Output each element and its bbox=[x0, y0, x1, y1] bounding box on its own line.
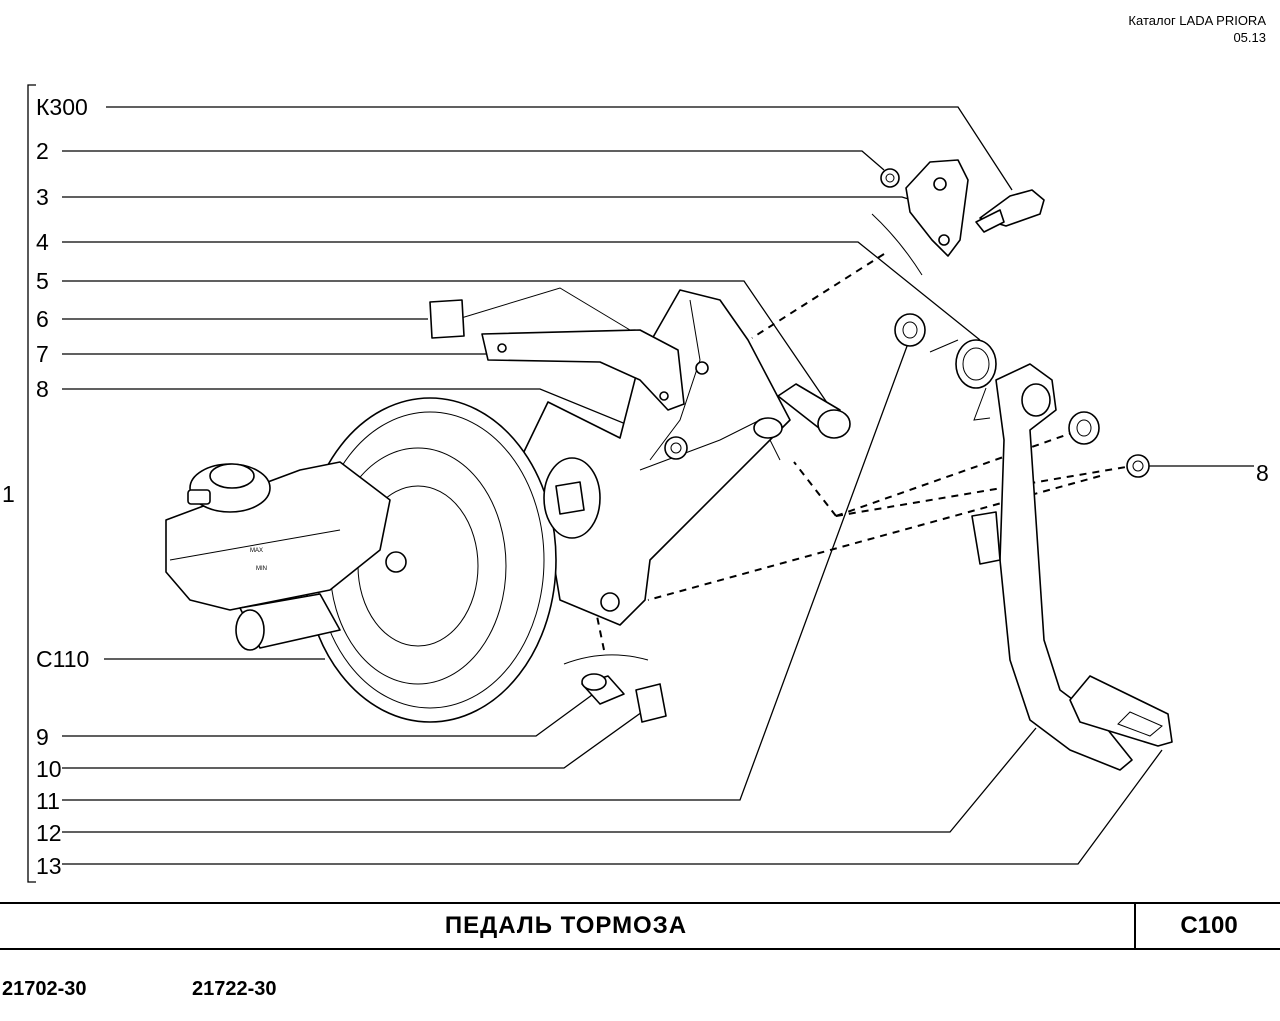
master-cylinder: MAX MIN bbox=[165, 461, 407, 651]
support-bracket bbox=[481, 329, 685, 411]
callout-label-10: 10 bbox=[36, 756, 62, 782]
callout-label-11: 11 bbox=[36, 788, 60, 814]
model-number-1: 21702-30 bbox=[2, 978, 87, 1000]
model-number-2: 21722-30 bbox=[192, 978, 277, 1000]
leader-10 bbox=[62, 711, 643, 769]
leader-11 bbox=[62, 337, 911, 801]
leader-4 bbox=[62, 241, 981, 341]
callout-label-8-right: 8 bbox=[1256, 460, 1269, 486]
callout-label-4: 4 bbox=[36, 229, 49, 255]
clip-6 bbox=[429, 299, 465, 339]
pedal-pad bbox=[1069, 675, 1173, 747]
switch-bracket bbox=[905, 159, 969, 257]
vacuum-booster bbox=[303, 397, 601, 723]
callout-label-2: 2 bbox=[36, 138, 49, 164]
callout-label-3: 3 bbox=[36, 184, 49, 210]
catalog-date: 05.13 bbox=[1233, 30, 1266, 45]
pedal-pin bbox=[753, 383, 851, 461]
leader-5 bbox=[62, 280, 833, 411]
pedal-bracket bbox=[519, 289, 791, 626]
page-title: ПЕДАЛЬ ТОРМОЗА bbox=[444, 912, 688, 939]
callout-label-k300: К300 bbox=[36, 94, 88, 120]
catalog-header: Каталог LADA PRIORA 05.13 bbox=[1128, 12, 1266, 46]
leader-3 bbox=[62, 196, 919, 203]
title-bar: ПЕДАЛЬ ТОРМОЗА С100 bbox=[0, 902, 1280, 950]
return-spring bbox=[929, 339, 997, 421]
leader-12 bbox=[62, 727, 1037, 833]
leader-2 bbox=[62, 150, 885, 171]
callout-label-13: 13 bbox=[36, 853, 62, 879]
reservoir-min-label: MIN bbox=[256, 566, 267, 572]
callout-label-c110: С110 bbox=[36, 646, 89, 672]
leader-k300 bbox=[106, 106, 1013, 191]
nut-8 bbox=[664, 436, 688, 460]
nut-8-right bbox=[1126, 454, 1150, 478]
page-code: С100 bbox=[1134, 904, 1280, 948]
callout-label-7: 7 bbox=[36, 341, 49, 367]
catalog-name: Каталог LADA PRIORA bbox=[1128, 13, 1266, 28]
clip-10 bbox=[635, 683, 667, 723]
callout-label-12: 12 bbox=[36, 820, 62, 846]
group-label: 1 bbox=[2, 481, 15, 507]
bushing-right bbox=[1068, 411, 1100, 445]
callout-labels: К300 2 3 4 5 6 7 8 С110 9 10 11 12 13 8 bbox=[36, 94, 1269, 879]
leader-9 bbox=[62, 694, 593, 737]
group-bracket: 1 bbox=[2, 84, 36, 883]
callout-label-6: 6 bbox=[36, 306, 49, 332]
callout-label-5: 5 bbox=[36, 268, 49, 294]
leader-13 bbox=[62, 749, 1163, 865]
callout-label-9: 9 bbox=[36, 724, 49, 750]
brake-light-switch bbox=[975, 189, 1045, 233]
bushing-11 bbox=[894, 313, 926, 347]
callout-label-8: 8 bbox=[36, 376, 49, 402]
nut-2 bbox=[880, 168, 900, 188]
stop-9 bbox=[581, 673, 625, 705]
reservoir-max-label: MAX bbox=[250, 548, 263, 554]
